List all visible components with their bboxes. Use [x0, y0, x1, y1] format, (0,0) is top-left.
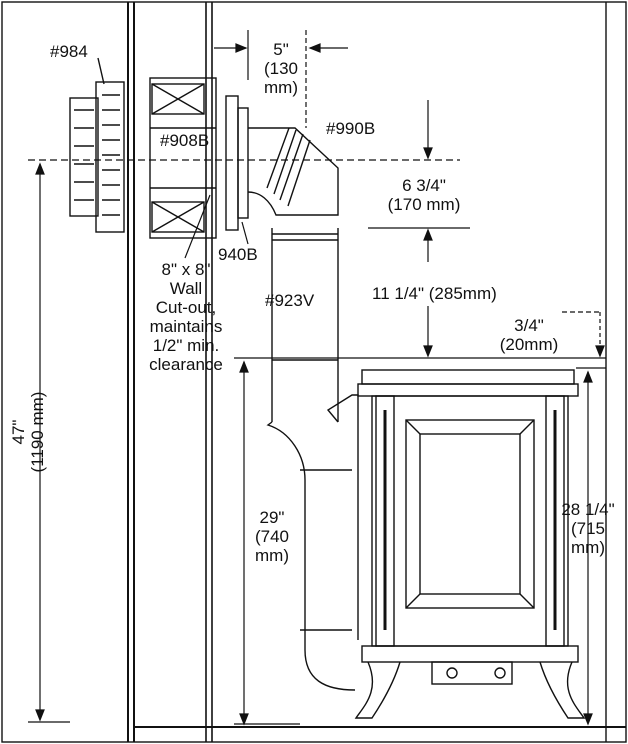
dimension-5in: 5" (130 mm)	[255, 40, 307, 97]
pipe-tee	[266, 394, 359, 691]
label-part-923v: #923V	[265, 291, 315, 310]
elbow-990b	[247, 127, 339, 216]
exterior-vent-984	[69, 57, 125, 233]
arrowhead	[35, 162, 45, 175]
arrowhead	[35, 709, 45, 722]
label-part-940b: 940B	[218, 245, 258, 264]
dimension-11-1-4: 11 1/4" (285mm)	[372, 284, 497, 303]
collar-940b	[225, 95, 249, 231]
label-part-990b: #990B	[326, 119, 376, 138]
wall-note-line: Cut-out,	[155, 298, 217, 317]
dimension-3-4: 3/4" (20mm)	[488, 316, 570, 354]
arrowhead	[423, 345, 433, 358]
dim-text: mm)	[264, 78, 298, 97]
dim-text: mm)	[255, 546, 289, 565]
wall-note-line: 8" x 8"	[161, 260, 211, 279]
arrowhead	[239, 713, 249, 726]
arrowhead	[235, 43, 248, 53]
label-part-984: #984	[50, 42, 88, 61]
arrowhead	[583, 370, 593, 383]
wall-thimble-908b	[149, 77, 217, 239]
dim-text: (740	[254, 527, 290, 546]
dim-text: 5"	[273, 40, 289, 59]
wall-note-line: clearance	[149, 355, 223, 374]
dim-text: (20mm)	[499, 335, 559, 354]
leader-940b	[241, 221, 249, 245]
dim-text: 47"	[9, 419, 28, 445]
arrowhead	[308, 43, 321, 53]
wall-cutout-note: 8" x 8" Wall Cut-out, maintains 1/2" min…	[136, 260, 236, 374]
vertical-pipe-923v	[271, 228, 339, 422]
dim-text: (170 mm)	[387, 195, 461, 214]
wall-note-line: 1/2" min.	[152, 336, 220, 355]
dimension-28-1-4: 28 1/4" (715 mm)	[548, 500, 628, 557]
dimension-6-3-4: 6 3/4" (170 mm)	[368, 176, 480, 214]
arrowhead	[595, 345, 605, 358]
dimension-47: 47" (1190 mm)	[9, 377, 49, 487]
dim-text: 29"	[259, 508, 285, 527]
leader-wall-note	[184, 194, 211, 259]
wall-note-line: maintains	[149, 317, 223, 336]
arrowhead	[423, 147, 433, 160]
wall-note-line: Wall	[169, 279, 203, 298]
stove	[354, 369, 586, 719]
dim-text: (1190 mm)	[28, 391, 47, 473]
dim-text: 6 3/4"	[402, 176, 446, 195]
label-part-908b: #908B	[160, 131, 210, 150]
dim-text: 28 1/4"	[561, 500, 615, 519]
arrowhead	[239, 360, 249, 373]
dim-text: 3/4"	[514, 316, 544, 335]
dimension-29: 29" (740 mm)	[246, 508, 298, 565]
arrowhead	[423, 228, 433, 241]
arrowhead	[583, 713, 593, 726]
dim-text: mm)	[571, 538, 605, 557]
dim-text: (130	[263, 59, 299, 78]
dim-text: (715	[570, 519, 606, 538]
